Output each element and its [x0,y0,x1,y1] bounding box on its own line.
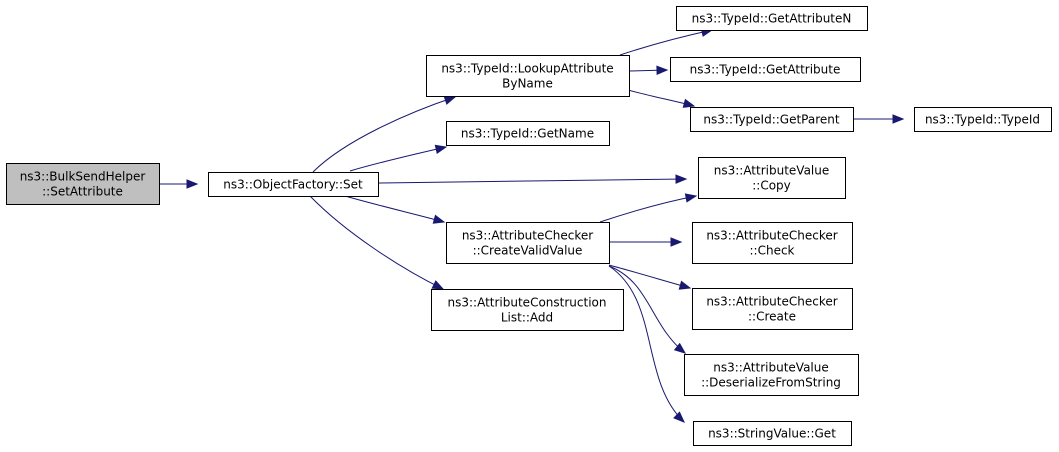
node-box [6,163,160,205]
node-label-line: ns3::TypeId::TypeId [925,113,1040,127]
edge-objfactory_set-to-getname [349,144,448,172]
edge-createvalid-to-checker_check [609,237,683,247]
edge-objfactory_set-to-attrvalue_copy [377,174,688,184]
nodes-layer: ns3::BulkSendHelper::SetAttribute ns3::Ob… [6,6,1052,446]
node-box [426,55,630,97]
arrowhead-icon [186,179,199,189]
node-label-line: ns3::AttributeChecker [706,295,837,309]
node-label-line: List::Add [501,311,553,325]
node-label-line: ::Check [750,244,795,258]
arrowhead-icon [443,95,457,105]
edge-line [309,195,444,290]
node-createvalid[interactable]: ns3::AttributeChecker::CreateValidValue [446,222,610,264]
node-label-line: ns3::TypeId::GetName [461,127,594,141]
node-label-line: ns3::AttributeChecker [706,229,837,243]
node-label-line: ns3::ObjectFactory::Set [223,178,363,192]
node-box [684,354,859,396]
node-box [692,288,853,330]
arrowhead-icon [682,98,696,108]
arrowhead-icon [431,280,445,290]
node-checker-create[interactable]: ns3::AttributeChecker::Create [692,288,853,330]
arrowhead-icon [678,280,692,290]
node-box [208,172,379,197]
node-label-line: ns3::AttributeChecker [462,229,593,243]
arrowhead-icon [656,65,669,76]
node-getparent[interactable]: ns3::TypeId::GetParent [690,107,854,132]
edge-lookup-to-getattr [628,65,669,76]
arrowhead-icon [673,411,685,423]
edge-line [312,96,456,173]
node-box [698,157,846,199]
edge-objfactory_set-to-createvalid [344,195,446,224]
arrowhead-icon [434,144,448,154]
edge-bulksend-to-objfactory_set [159,179,199,189]
node-attrvalue-copy[interactable]: ns3::AttributeValue::Copy [698,157,846,199]
node-label-line: ns3::AttributeValue [714,164,830,178]
node-label-line: ns3::AttributeValue [713,361,829,375]
edge-createvalid-to-deserialize [608,265,687,354]
node-label-line: ns3::StringValue::Get [708,427,836,441]
edge-lookup-to-getparent [627,89,696,108]
edge-getparent-to-typeid_ctor [853,114,905,124]
node-box [676,6,868,31]
node-box [446,121,610,146]
node-label-line: ns3::TypeId::LookupAttribute [441,62,613,76]
arrowhead-icon [684,193,698,203]
node-objfactory-set[interactable]: ns3::ObjectFactory::Set [208,172,379,197]
node-box [431,289,624,331]
edge-line [349,146,447,172]
node-getname[interactable]: ns3::TypeId::GetName [446,121,610,146]
node-label-line: ::Create [748,310,796,324]
node-stringvalue-get[interactable]: ns3::StringValue::Get [693,421,852,446]
node-box [693,421,852,446]
arrowhead-icon [432,214,446,224]
edge-objfactory_set-to-construction_add [309,195,445,290]
arrowhead-icon [675,174,688,184]
edge-line [608,265,685,423]
edge-createvalid-to-attrvalue_copy [599,193,698,223]
edges-layer [159,27,905,423]
arrowhead-icon [892,114,905,124]
node-label-line: ByName [502,77,553,91]
node-bulksend[interactable]: ns3::BulkSendHelper::SetAttribute [6,163,160,205]
node-box [692,222,853,264]
edge-line [599,195,697,223]
node-label-line: ::CreateValidValue [473,244,583,258]
arrowhead-icon [670,237,683,247]
node-label-line: ns3::TypeId::GetParent [703,113,839,127]
node-box [690,107,854,132]
node-box [914,107,1052,132]
edge-createvalid-to-stringvalue_get [608,265,685,423]
node-label-line: ::DeserializeFromString [701,376,841,390]
node-typeid-ctor[interactable]: ns3::TypeId::TypeId [914,107,1052,132]
edge-lookup-to-getattrn [619,27,714,56]
node-box [446,222,610,264]
node-label-line: ns3::AttributeConstruction [448,296,607,310]
node-deserialize[interactable]: ns3::AttributeValue::DeserializeFromStri… [684,354,859,396]
node-getattr[interactable]: ns3::TypeId::GetAttribute [670,57,861,82]
edge-line [619,29,713,56]
edge-line [608,265,686,354]
node-box [670,57,861,82]
node-label-line: ns3::TypeId::GetAttribute [690,63,841,77]
arrowhead-icon [673,342,687,354]
node-label-line: ns3::BulkSendHelper [20,170,146,184]
node-label-line: ::Copy [752,179,791,193]
node-getattrn[interactable]: ns3::TypeId::GetAttributeN [676,6,868,31]
node-label-line: ns3::TypeId::GetAttributeN [692,12,852,26]
node-checker-check[interactable]: ns3::AttributeChecker::Check [692,222,853,264]
node-label-line: ::SetAttribute [42,185,123,199]
edge-line [377,178,687,184]
edge-line [344,195,445,223]
edge-createvalid-to-checker_create [608,264,692,290]
edge-objfactory_set-to-lookup [312,95,457,173]
